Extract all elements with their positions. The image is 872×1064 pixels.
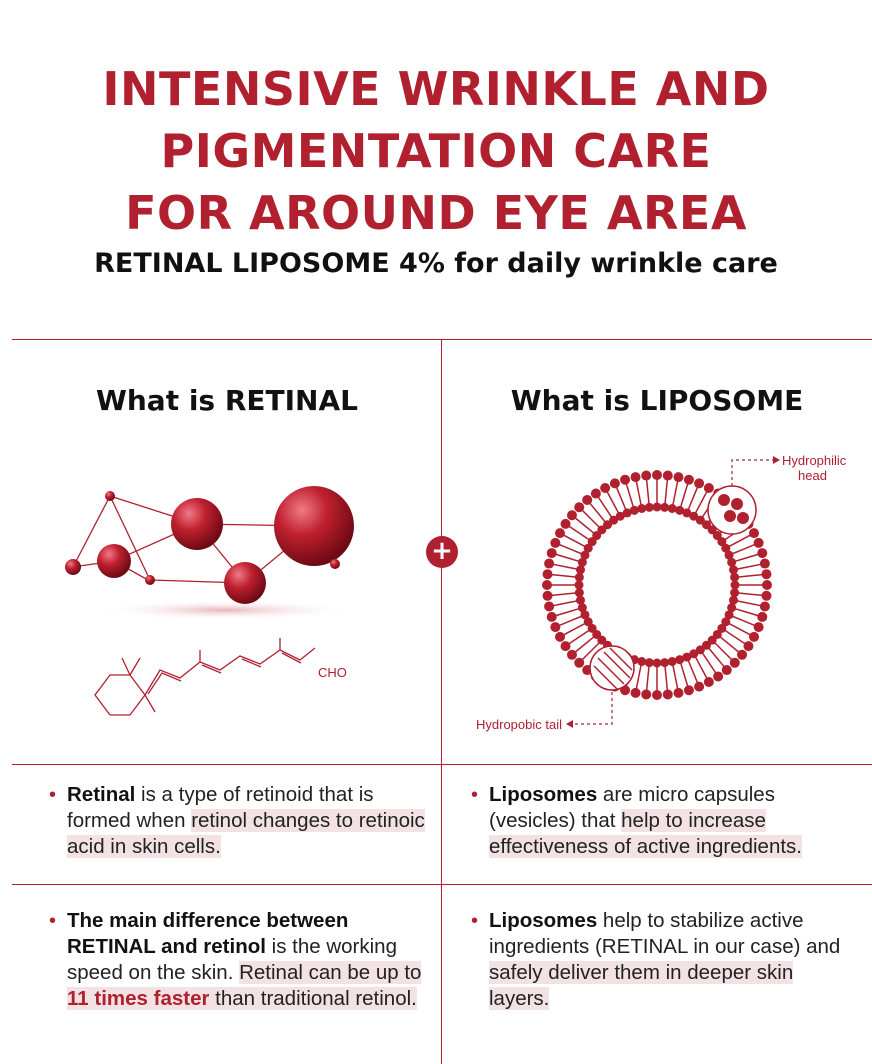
bullet-dot: • bbox=[471, 784, 479, 806]
hydrophilic-label-2: head bbox=[798, 468, 827, 483]
liposome-bullet-2: • Liposomes help to stabilize active ing… bbox=[471, 908, 849, 1012]
liposome-heading: What is LIPOSOME bbox=[510, 384, 804, 417]
plus-icon: + bbox=[426, 536, 458, 568]
divider-top bbox=[12, 339, 872, 340]
bullet-text: are micro capsules (vesicles) that bbox=[489, 783, 775, 832]
retinal-heading: What is RETINAL bbox=[95, 384, 358, 417]
divider-middle bbox=[12, 764, 872, 765]
bullet-dot: • bbox=[49, 910, 57, 932]
retinal-bullet-2: • The main difference between RETINAL an… bbox=[49, 908, 427, 1012]
title-line-2: PIGMENTATION CARE bbox=[160, 124, 712, 178]
bullet-bold: Retinal bbox=[67, 783, 136, 806]
bullet-dot: • bbox=[471, 910, 479, 932]
divider-vertical bbox=[441, 339, 442, 1064]
liposome-illustration: Hydrophilic head Hydropobic tail bbox=[476, 453, 847, 732]
title-line-1: INTENSIVE WRINKLE AND bbox=[102, 62, 770, 116]
bullet-bold: The main difference between RETINAL and … bbox=[67, 909, 349, 958]
hydrophilic-label-1: Hydrophilic bbox=[782, 453, 847, 468]
formula-cho-label: CHO bbox=[318, 665, 347, 680]
liposome-bullet-1: • Liposomes are micro capsules (vesicles… bbox=[471, 782, 849, 860]
bullet-bold: Liposomes bbox=[489, 783, 598, 806]
bullet-highlight: than traditional retinol. bbox=[209, 987, 417, 1010]
bullet-highlight: safely deliver them in deeper skin layer… bbox=[489, 961, 794, 1010]
main-title: INTENSIVE WRINKLE AND PIGMENTATION CARE … bbox=[0, 58, 872, 244]
bullet-bold: Liposomes bbox=[489, 909, 598, 932]
subtitle: RETINAL LIPOSOME 4% for daily wrinkle ca… bbox=[94, 248, 778, 279]
bullet-dot: • bbox=[49, 784, 57, 806]
bullet-text: is the working speed on the skin. bbox=[67, 935, 397, 984]
retinal-molecule-illustration: CHO bbox=[65, 486, 355, 716]
divider-lower bbox=[12, 884, 872, 885]
bullet-text: is a type of retinoid that is formed whe… bbox=[67, 783, 374, 832]
bullet-emphasis: 11 times faster bbox=[67, 987, 210, 1010]
bullet-highlight: Retinal can be up to bbox=[239, 961, 422, 984]
bullet-text: help to stabilize active ingredients (RE… bbox=[489, 909, 841, 958]
title-line-3: FOR AROUND EYE AREA bbox=[125, 186, 747, 240]
retinal-bullet-1: • Retinal is a type of retinoid that is … bbox=[49, 782, 427, 860]
hydrophobic-label: Hydropobic tail bbox=[476, 717, 562, 732]
